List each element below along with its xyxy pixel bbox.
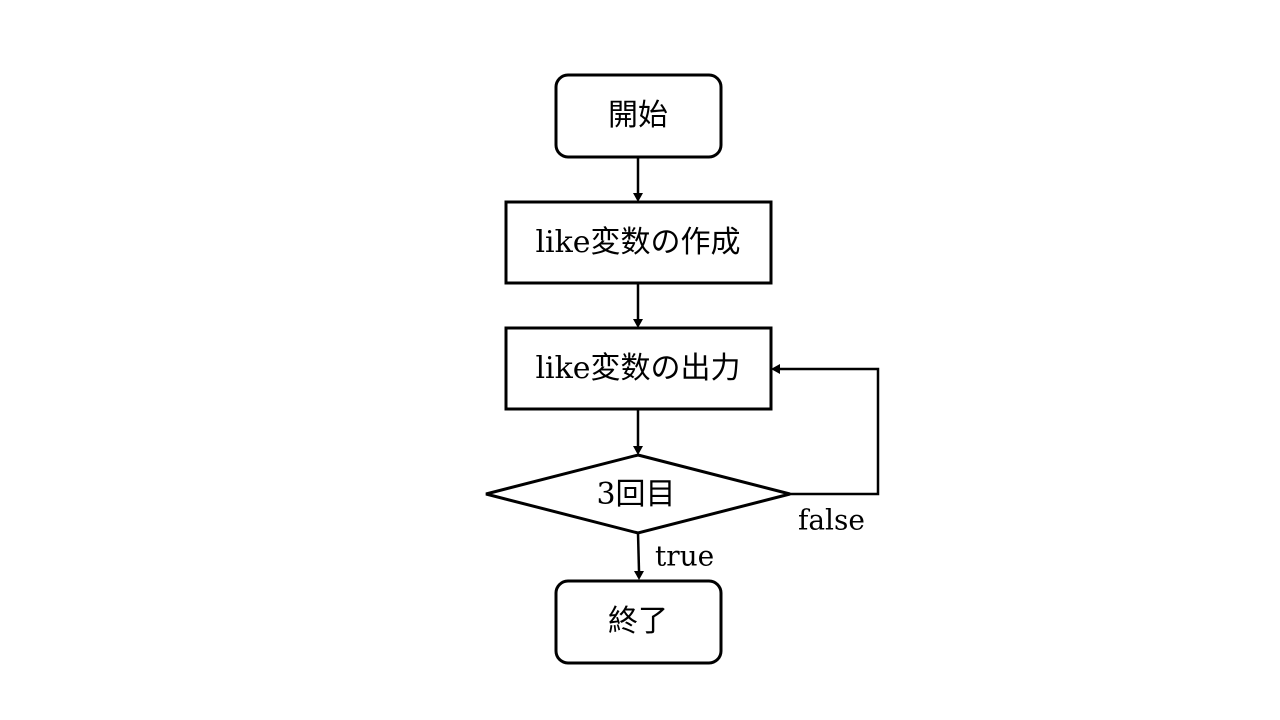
- output-var-node-shape: [504, 326, 773, 411]
- decision-node: 3回目: [485, 453, 791, 535]
- arrow-true-to-end: [634, 532, 644, 580]
- arrow-output-to-decision: [633, 409, 643, 455]
- arrow-create-to-output: [633, 283, 643, 328]
- arrow-start-to-create: [633, 157, 643, 202]
- output-var-node: like変数の出力: [504, 326, 773, 411]
- start-node: 開始: [554, 73, 723, 159]
- arrow-false-loop: [771, 364, 880, 496]
- end-node: 終了: [554, 579, 723, 665]
- end-node-shape: [554, 579, 723, 665]
- start-node-label: 開始: [608, 98, 668, 133]
- false-edge-label: false: [798, 504, 865, 537]
- output-var-node-label: like変数の出力: [535, 351, 740, 386]
- create-var-node-shape: [504, 200, 773, 285]
- end-node-label: 終了: [608, 604, 668, 639]
- create-var-node-label: like変数の作成: [535, 225, 740, 260]
- create-var-node: like変数の作成: [504, 200, 773, 285]
- true-edge-label: true: [655, 540, 714, 573]
- decision-node-label: 3回目: [596, 477, 675, 512]
